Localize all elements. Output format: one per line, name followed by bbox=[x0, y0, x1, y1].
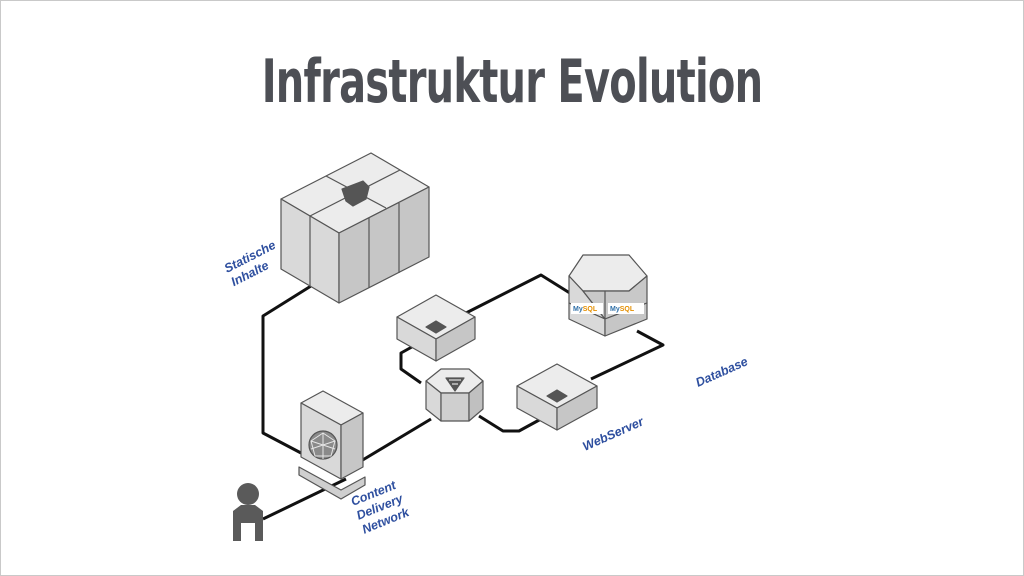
svg-text:MySQL: MySQL bbox=[573, 306, 598, 313]
link-storage-cdn bbox=[261, 284, 312, 455]
label-webserver: WebServer bbox=[581, 414, 647, 454]
link-webserver1-database bbox=[465, 273, 574, 315]
cdn-server-icon bbox=[298, 390, 366, 500]
load-balancer-icon bbox=[425, 368, 484, 422]
link-loadbalancer-webserver2 bbox=[478, 414, 542, 433]
webserver-box-icon bbox=[396, 294, 476, 362]
label-static-content: Statische Inhalte bbox=[222, 236, 288, 289]
link-cdn-loadbalancer bbox=[360, 417, 432, 463]
slide-title: Infrastruktur Evolution bbox=[261, 47, 763, 117]
link-loadbalancer-webserver1 bbox=[399, 341, 422, 385]
svg-text:MySQL: MySQL bbox=[610, 306, 635, 313]
link-webserver2-database bbox=[590, 329, 665, 381]
mysql-database-icon bbox=[568, 254, 648, 337]
mysql-logo: MySQL MySQL bbox=[571, 303, 644, 314]
user-icon bbox=[233, 483, 263, 541]
link-user-cdn bbox=[262, 477, 347, 521]
webserver-box-icon bbox=[516, 363, 598, 431]
storage-cluster-icon bbox=[280, 152, 430, 304]
label-database: Database bbox=[694, 354, 751, 389]
